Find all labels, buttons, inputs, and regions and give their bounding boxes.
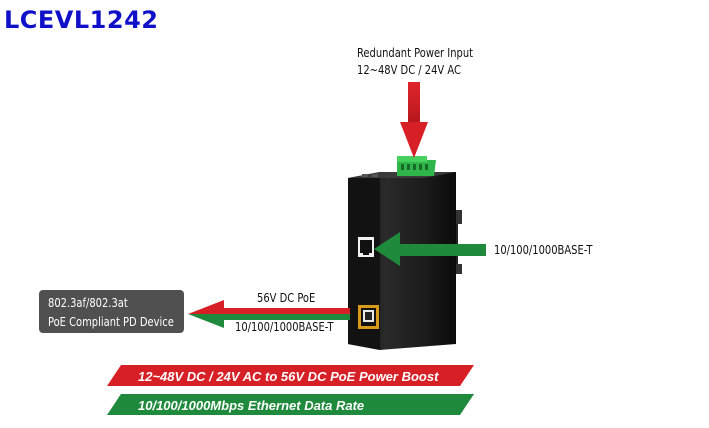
uplink-rj45-port [358, 237, 374, 257]
power-input-arrow [400, 82, 428, 158]
pd-device-description: PoE Compliant PD Device [48, 315, 174, 329]
uplink-data-arrow [374, 232, 486, 266]
banner-data-rate-text: 10/100/1000Mbps Ethernet Data Rate [138, 398, 365, 413]
poe-data-label: 10/100/1000BASE-T [235, 320, 334, 334]
pd-device-standard: 802.3af/802.3at [48, 296, 128, 310]
redundant-power-voltage: 12~48V DC / 24V AC [357, 63, 461, 77]
redundant-power-label: Redundant Power Input [357, 46, 474, 60]
poe-rj45-port [358, 305, 379, 329]
banner-power-boost-text: 12~48V DC / 24V AC to 56V DC PoE Power B… [138, 369, 439, 384]
product-title: LCEVL1242 [4, 6, 159, 34]
banner-data-rate [107, 394, 474, 415]
pd-device-box [39, 290, 184, 333]
banner-power-boost [107, 365, 474, 386]
poe-output-arrow [188, 300, 350, 328]
uplink-port-label: 10/100/1000BASE-T [494, 243, 593, 257]
poe-power-label: 56V DC PoE [257, 291, 316, 305]
terminal-block [397, 156, 436, 176]
